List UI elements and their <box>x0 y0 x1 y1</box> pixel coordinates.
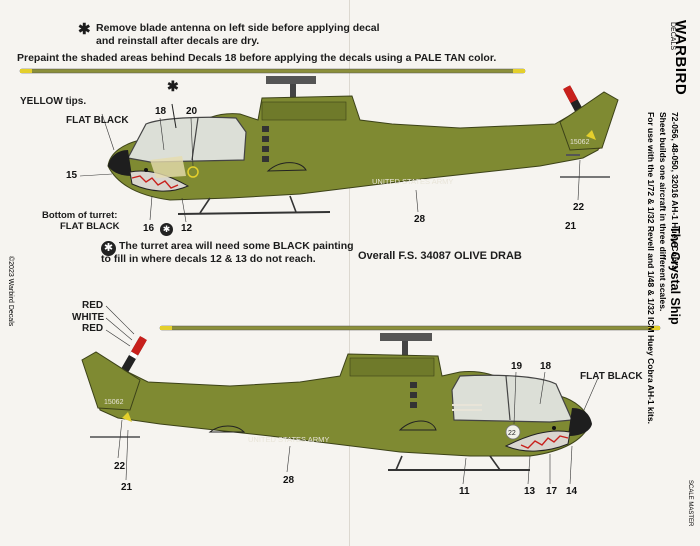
callout-17-bottom: 17 <box>546 486 558 497</box>
yellow-tips-label: YELLOW tips. <box>20 96 87 107</box>
callout-28-top: 28 <box>414 214 426 225</box>
top-skid <box>177 211 331 215</box>
callout-14-bottom: 14 <box>566 486 578 497</box>
callout-18-top: 18 <box>155 106 167 117</box>
kit-line-3: For use with the 1/72 & 1/32 Revell and … <box>646 112 656 424</box>
top-army-text: UNITED STATES ARMY <box>372 177 453 186</box>
scale-master-text: SCALE MASTER <box>687 480 693 527</box>
bottom-helicopter: 22 UNITED STATES ARMY 15062 <box>81 305 661 485</box>
callout-20-top: 20 <box>186 106 198 117</box>
flat-black-label-bottom: FLAT BLACK <box>580 371 643 382</box>
star-marker-icon: ✱ <box>167 78 179 94</box>
top-rotor-tip-right <box>513 69 525 73</box>
nose-emblem-number: 22 <box>508 430 516 437</box>
star-note-line2: and reinstall after decals are dry. <box>96 35 260 47</box>
white-label: WHITE <box>72 312 105 323</box>
scheme-title: The Crystal Ship <box>668 226 682 325</box>
red-label-1: RED <box>82 300 104 311</box>
turret-note-line1: The turret area will need some BLACK pai… <box>119 240 354 252</box>
callout-16-top: 16 <box>143 223 155 234</box>
top-tail-number: 15062 <box>570 139 590 146</box>
nose-emblem <box>505 424 521 440</box>
top-rotor-hub <box>266 76 316 84</box>
fold-line <box>349 0 350 546</box>
turret-note-line2: to fill in where decals 12 & 13 do not r… <box>101 253 316 265</box>
bottom-canopy <box>451 374 573 423</box>
callout-11-bottom: 11 <box>459 486 470 497</box>
brand-sub: DECALS <box>669 22 676 51</box>
callout-21-bottom: 21 <box>121 482 133 493</box>
star-icon: ✱ <box>78 21 91 38</box>
callout-22-bottom: 22 <box>114 461 126 472</box>
red-label-2: RED <box>82 323 104 334</box>
bottom-army-text: UNITED STATES ARMY <box>248 435 329 444</box>
top-nose-black <box>108 150 132 176</box>
flat-black-label-top: FLAT BLACK <box>66 115 129 126</box>
copyright: ©2023 Warbird Decals <box>7 256 14 327</box>
top-shark-mouth <box>129 170 190 192</box>
callout-15-top: 15 <box>66 170 78 181</box>
kit-line-2: Sheet builds one aircraft in three diffe… <box>658 112 668 312</box>
top-main-rotor <box>19 68 526 74</box>
bottom-main-rotor <box>159 325 661 331</box>
callout-12-top: 12 <box>181 223 193 234</box>
top-rotor-tip-left <box>20 69 32 73</box>
top-helicopter: UNITED STATES ARMY 15062 <box>19 68 619 223</box>
prepaint-note: Prepaint the shaded areas behind Decals … <box>17 52 497 64</box>
callout-19-bottom: 19 <box>511 361 523 372</box>
callout-28-bottom: 28 <box>283 475 295 486</box>
star-note-line1: Remove blade antenna on left side before… <box>96 22 380 34</box>
star-badge-icon: ✱ <box>101 241 116 256</box>
overall-color: Overall F.S. 34087 OLIVE DRAB <box>358 250 522 262</box>
star-badge-icon-small: ✱ <box>160 223 173 236</box>
top-canopy <box>127 116 247 163</box>
bottom-tail-number: 15062 <box>104 399 124 406</box>
callout-21-top: 21 <box>565 221 577 232</box>
bottom-turret-line1: Bottom of turret: <box>42 210 118 221</box>
callout-18-bottom: 18 <box>540 361 552 372</box>
bottom-turret-line2: FLAT BLACK <box>60 221 120 232</box>
callout-22-top: 22 <box>573 202 585 213</box>
callout-13-bottom: 13 <box>524 486 536 497</box>
